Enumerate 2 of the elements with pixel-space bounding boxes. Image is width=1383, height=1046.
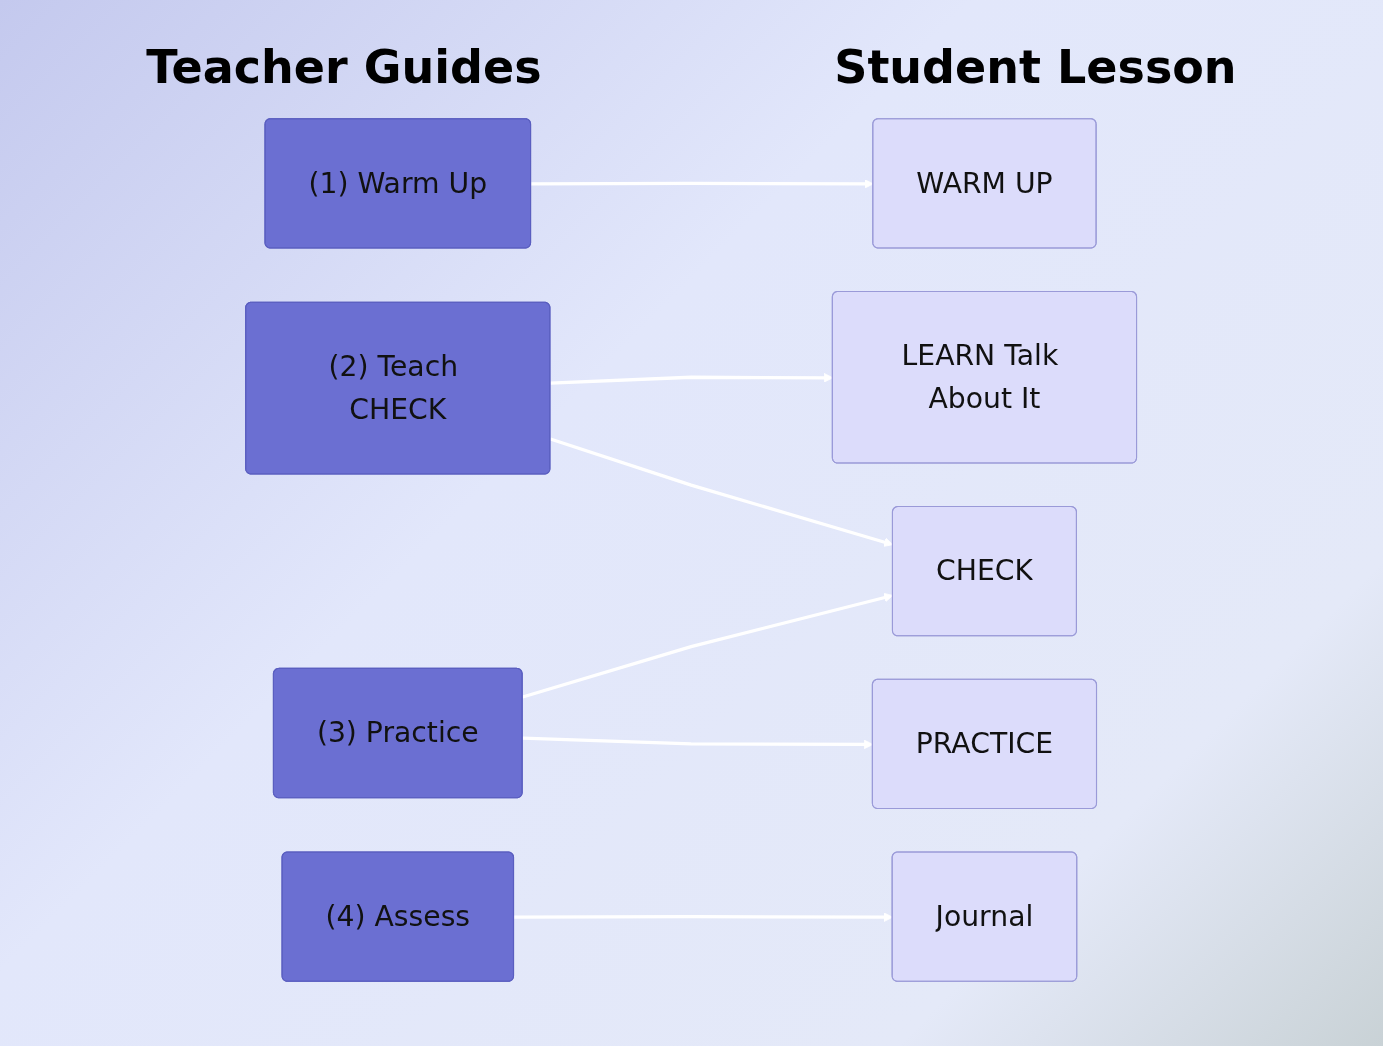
- column-heading: Student Lesson: [834, 40, 1237, 96]
- column-heading: Teacher Guides: [146, 40, 542, 96]
